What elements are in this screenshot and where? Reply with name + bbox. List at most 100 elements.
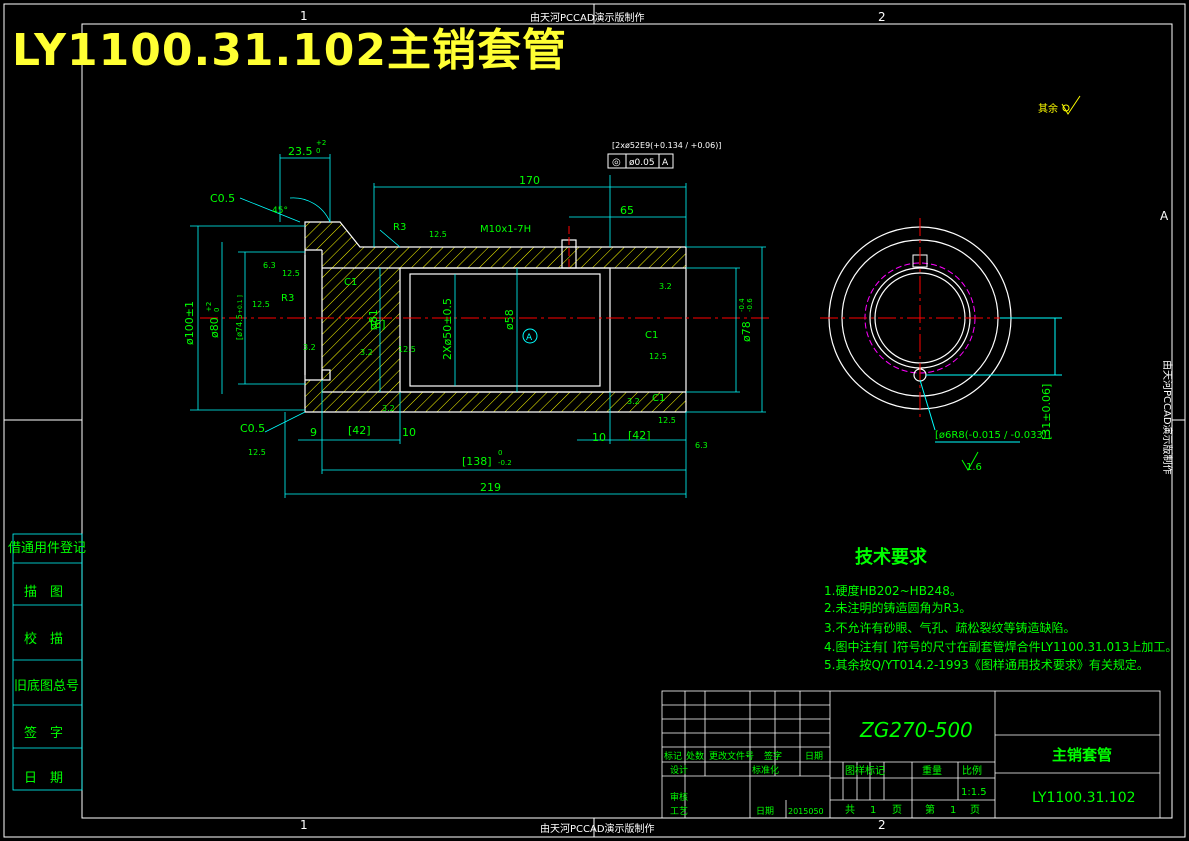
svg-text:更改文件号: 更改文件号 [709, 750, 754, 762]
dimension-texts: 23.5 +2 0 170 65 C0.5 45° R3 R3 M10x1-7H… [210, 139, 708, 494]
svg-text:12.5: 12.5 [282, 269, 300, 278]
zone-top-2: 2 [878, 10, 886, 24]
dim-10-left: 10 [402, 426, 416, 439]
svg-text:日期: 日期 [805, 751, 823, 762]
tech-item-4: 4.图中注有[ ]符号的尺寸在副套管焊合件LY1100.31.013上加工。 [824, 639, 1177, 654]
svg-text:-0.6: -0.6 [746, 298, 754, 312]
svg-text:3.2: 3.2 [360, 348, 373, 357]
side-record-table [12, 533, 83, 791]
dim-23-5: 23.5 [288, 145, 313, 158]
zone-bottom-1: 1 [300, 818, 308, 832]
fcf-bore-note: [2xø52E9(+0.134 / +0.06)] [612, 141, 721, 150]
svg-text:12.5: 12.5 [398, 345, 416, 354]
dim-42-right: [42] [628, 429, 651, 442]
title-block [661, 690, 1161, 819]
dimension-lines [190, 154, 766, 498]
svg-text:页: 页 [970, 804, 980, 816]
svg-text:旧底图总号: 旧底图总号 [14, 678, 79, 694]
title-block-texts: ZG270-500 主销套管 LY1100.31.102 标记 处数 更改文件号… [664, 718, 1136, 817]
end-view [820, 218, 1062, 471]
svg-text:2015050: 2015050 [788, 807, 824, 816]
svg-text:处数: 处数 [686, 750, 704, 762]
svg-text:设计: 设计 [670, 764, 688, 776]
svg-text:C1: C1 [344, 277, 357, 288]
svg-text:工艺: 工艺 [670, 806, 688, 817]
svg-text:比例: 比例 [962, 764, 982, 777]
svg-text:C1: C1 [645, 330, 658, 341]
dim-6: [6] [370, 318, 386, 331]
svg-text:3.2: 3.2 [382, 404, 395, 413]
dim-phi80: ø80 [208, 317, 221, 338]
general-roughness-note: 其余 [1038, 95, 1081, 115]
dim-phi6-r8: [ø6R8(-0.015 / -0.033)] [935, 430, 1051, 441]
dim-65: 65 [620, 204, 634, 217]
tech-heading: 技术要求 [855, 546, 928, 568]
dim-phi58: ø58 [503, 309, 516, 330]
dim-42-left: [42] [348, 424, 371, 437]
svg-text:校 描: 校 描 [24, 631, 63, 647]
svg-text:-0.2: -0.2 [498, 459, 512, 467]
watermark-bottom: 由天河PCCAD演示版制作 [540, 822, 655, 835]
tech-item-1: 1.硬度HB202~HB248。 [824, 583, 962, 598]
svg-text:重量: 重量 [922, 764, 942, 777]
svg-text:+2: +2 [316, 139, 326, 147]
svg-text:C1: C1 [652, 393, 665, 404]
zone-right-a: A [1160, 209, 1169, 223]
drawing-scale: 1:1.5 [961, 787, 987, 798]
section-view [200, 221, 770, 413]
tech-item-3: 3.不允许有砂眼、气孔、疏松裂纹等铸造缺陷。 [824, 620, 1075, 635]
svg-text:1: 1 [870, 805, 876, 816]
svg-text:标准化: 标准化 [752, 764, 779, 776]
svg-text:图样标记: 图样标记 [845, 764, 885, 777]
zone-top-1: 1 [300, 9, 308, 23]
fcf-symbol: ◎ [612, 157, 621, 168]
svg-text:描 图: 描 图 [24, 585, 63, 600]
diameter-texts: ø100±1 ø80 +2 0 [ø74.5 +0.1 ] ø81 2Xø50±… [183, 295, 754, 360]
fcf-tolerance: ø0.05 [629, 158, 655, 168]
svg-text:6.3: 6.3 [263, 261, 276, 270]
end-view-texts: [ø6R8(-0.015 / -0.033)] [31±0.06] 1.6 [935, 384, 1053, 473]
svg-text:12.5: 12.5 [429, 230, 447, 239]
dim-c05-top: C0.5 [210, 192, 235, 205]
dim-phi81: ø81 [367, 309, 380, 330]
svg-text:0: 0 [213, 308, 221, 312]
watermark-right: 由天河PCCAD演示版制作 [1161, 360, 1174, 475]
svg-text:日 期: 日 期 [24, 771, 63, 786]
part-name: 主销套管 [1052, 746, 1112, 764]
dim-r3-top: R3 [393, 222, 406, 233]
tech-item-2: 2.未注明的铸造圆角为R3。 [824, 600, 971, 615]
dim-phi745: [ø74.5 [235, 314, 244, 340]
dim-170: 170 [519, 174, 540, 187]
dim-138: [138] [462, 455, 492, 468]
svg-text:6.3: 6.3 [695, 441, 708, 450]
svg-text:-0.4: -0.4 [738, 298, 746, 312]
geometric-tolerance-frame: ◎ ø0.05 A [2xø52E9(+0.134 / +0.06)] [607, 141, 721, 169]
dim-10-right: 10 [592, 431, 606, 444]
svg-text:3.2: 3.2 [659, 282, 672, 291]
svg-text:+2: +2 [205, 302, 213, 312]
svg-text:标记: 标记 [664, 750, 682, 762]
tech-item-5: 5.其余按Q/YT014.2-1993《图样通用技术要求》有关规定。 [824, 657, 1149, 672]
svg-text:3.2: 3.2 [627, 397, 640, 406]
dim-2x-phi50: 2Xø50±0.5 [441, 298, 454, 360]
zone-bottom-2: 2 [878, 818, 886, 832]
svg-text:第: 第 [925, 803, 935, 816]
dim-9: 9 [310, 426, 317, 439]
svg-text:12.5: 12.5 [252, 300, 270, 309]
svg-text:+0.1 ]: +0.1 ] [237, 295, 244, 314]
material-spec: ZG270-500 [859, 718, 973, 742]
dim-c05-bottom: C0.5 [240, 422, 265, 435]
dim-m10-thread: M10x1-7H [480, 224, 531, 235]
side-table-labels: 借通用件登记 描 图 校 描 旧底图总号 签 字 日 期 [8, 541, 86, 786]
svg-text:1: 1 [950, 805, 956, 816]
sheet-border [3, 3, 1186, 838]
dim-r3-left: R3 [281, 293, 294, 304]
dim-roughness-1-6: 1.6 [966, 462, 982, 473]
svg-text:A: A [526, 333, 533, 343]
svg-text:共: 共 [845, 804, 855, 816]
svg-text:其余: 其余 [1038, 102, 1058, 115]
dim-phi78: ø78 [740, 321, 753, 342]
dim-219: 219 [480, 481, 501, 494]
watermark-top: 由天河PCCAD演示版制作 [530, 11, 645, 24]
